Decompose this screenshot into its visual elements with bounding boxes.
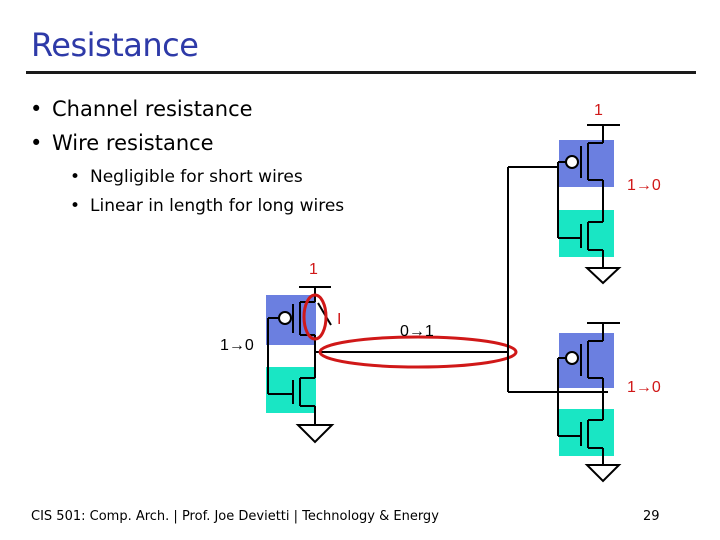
ground-symbol — [584, 464, 622, 483]
ground-symbol — [295, 424, 335, 444]
bullet-item: • Wire resistance — [30, 126, 253, 160]
nmos-region — [559, 210, 614, 257]
left-input-label: 1→0 — [220, 337, 254, 354]
top-right-input-label: 1 — [594, 102, 603, 119]
slide-title: Resistance — [31, 26, 199, 64]
left-supply-label: 1 — [309, 261, 318, 278]
bullet-item: • Channel resistance — [30, 92, 253, 126]
wire-signal-label: 0→1 — [400, 323, 434, 340]
transistor-highlight — [302, 293, 328, 341]
sub-bullet-item: • Linear in length for long wires — [70, 192, 344, 221]
wire-highlight — [318, 335, 518, 369]
ground-symbol — [584, 267, 622, 285]
pmos-bubble — [278, 311, 292, 325]
sub-bullet-item: • Negligible for short wires — [70, 163, 344, 192]
bullet-dot: • — [70, 167, 81, 187]
sub-bullet-text: Negligible for short wires — [90, 167, 303, 187]
title-rule — [26, 71, 696, 74]
pmos-bubble — [565, 155, 579, 169]
sub-bullet-text: Linear in length for long wires — [90, 196, 345, 216]
bullet-dot: • — [30, 131, 43, 155]
bullet-text: Wire resistance — [52, 131, 214, 155]
bullet-text: Channel resistance — [52, 97, 253, 121]
page-number: 29 — [643, 509, 660, 524]
current-label: I — [337, 311, 341, 328]
top-right-output-label: 1→0 — [627, 177, 661, 194]
footer-text: CIS 501: Comp. Arch. | Prof. Joe Deviett… — [31, 509, 439, 524]
bullet-dot: • — [70, 196, 81, 216]
bullet-dot: • — [30, 97, 43, 121]
bottom-right-output-label: 1→0 — [627, 379, 661, 396]
pmos-bubble — [565, 351, 579, 365]
sub-bullet-list: • Negligible for short wires • Linear in l… — [70, 163, 344, 221]
nmos-region — [559, 409, 614, 456]
bullet-list: • Channel resistance • Wire resistance — [30, 92, 253, 160]
